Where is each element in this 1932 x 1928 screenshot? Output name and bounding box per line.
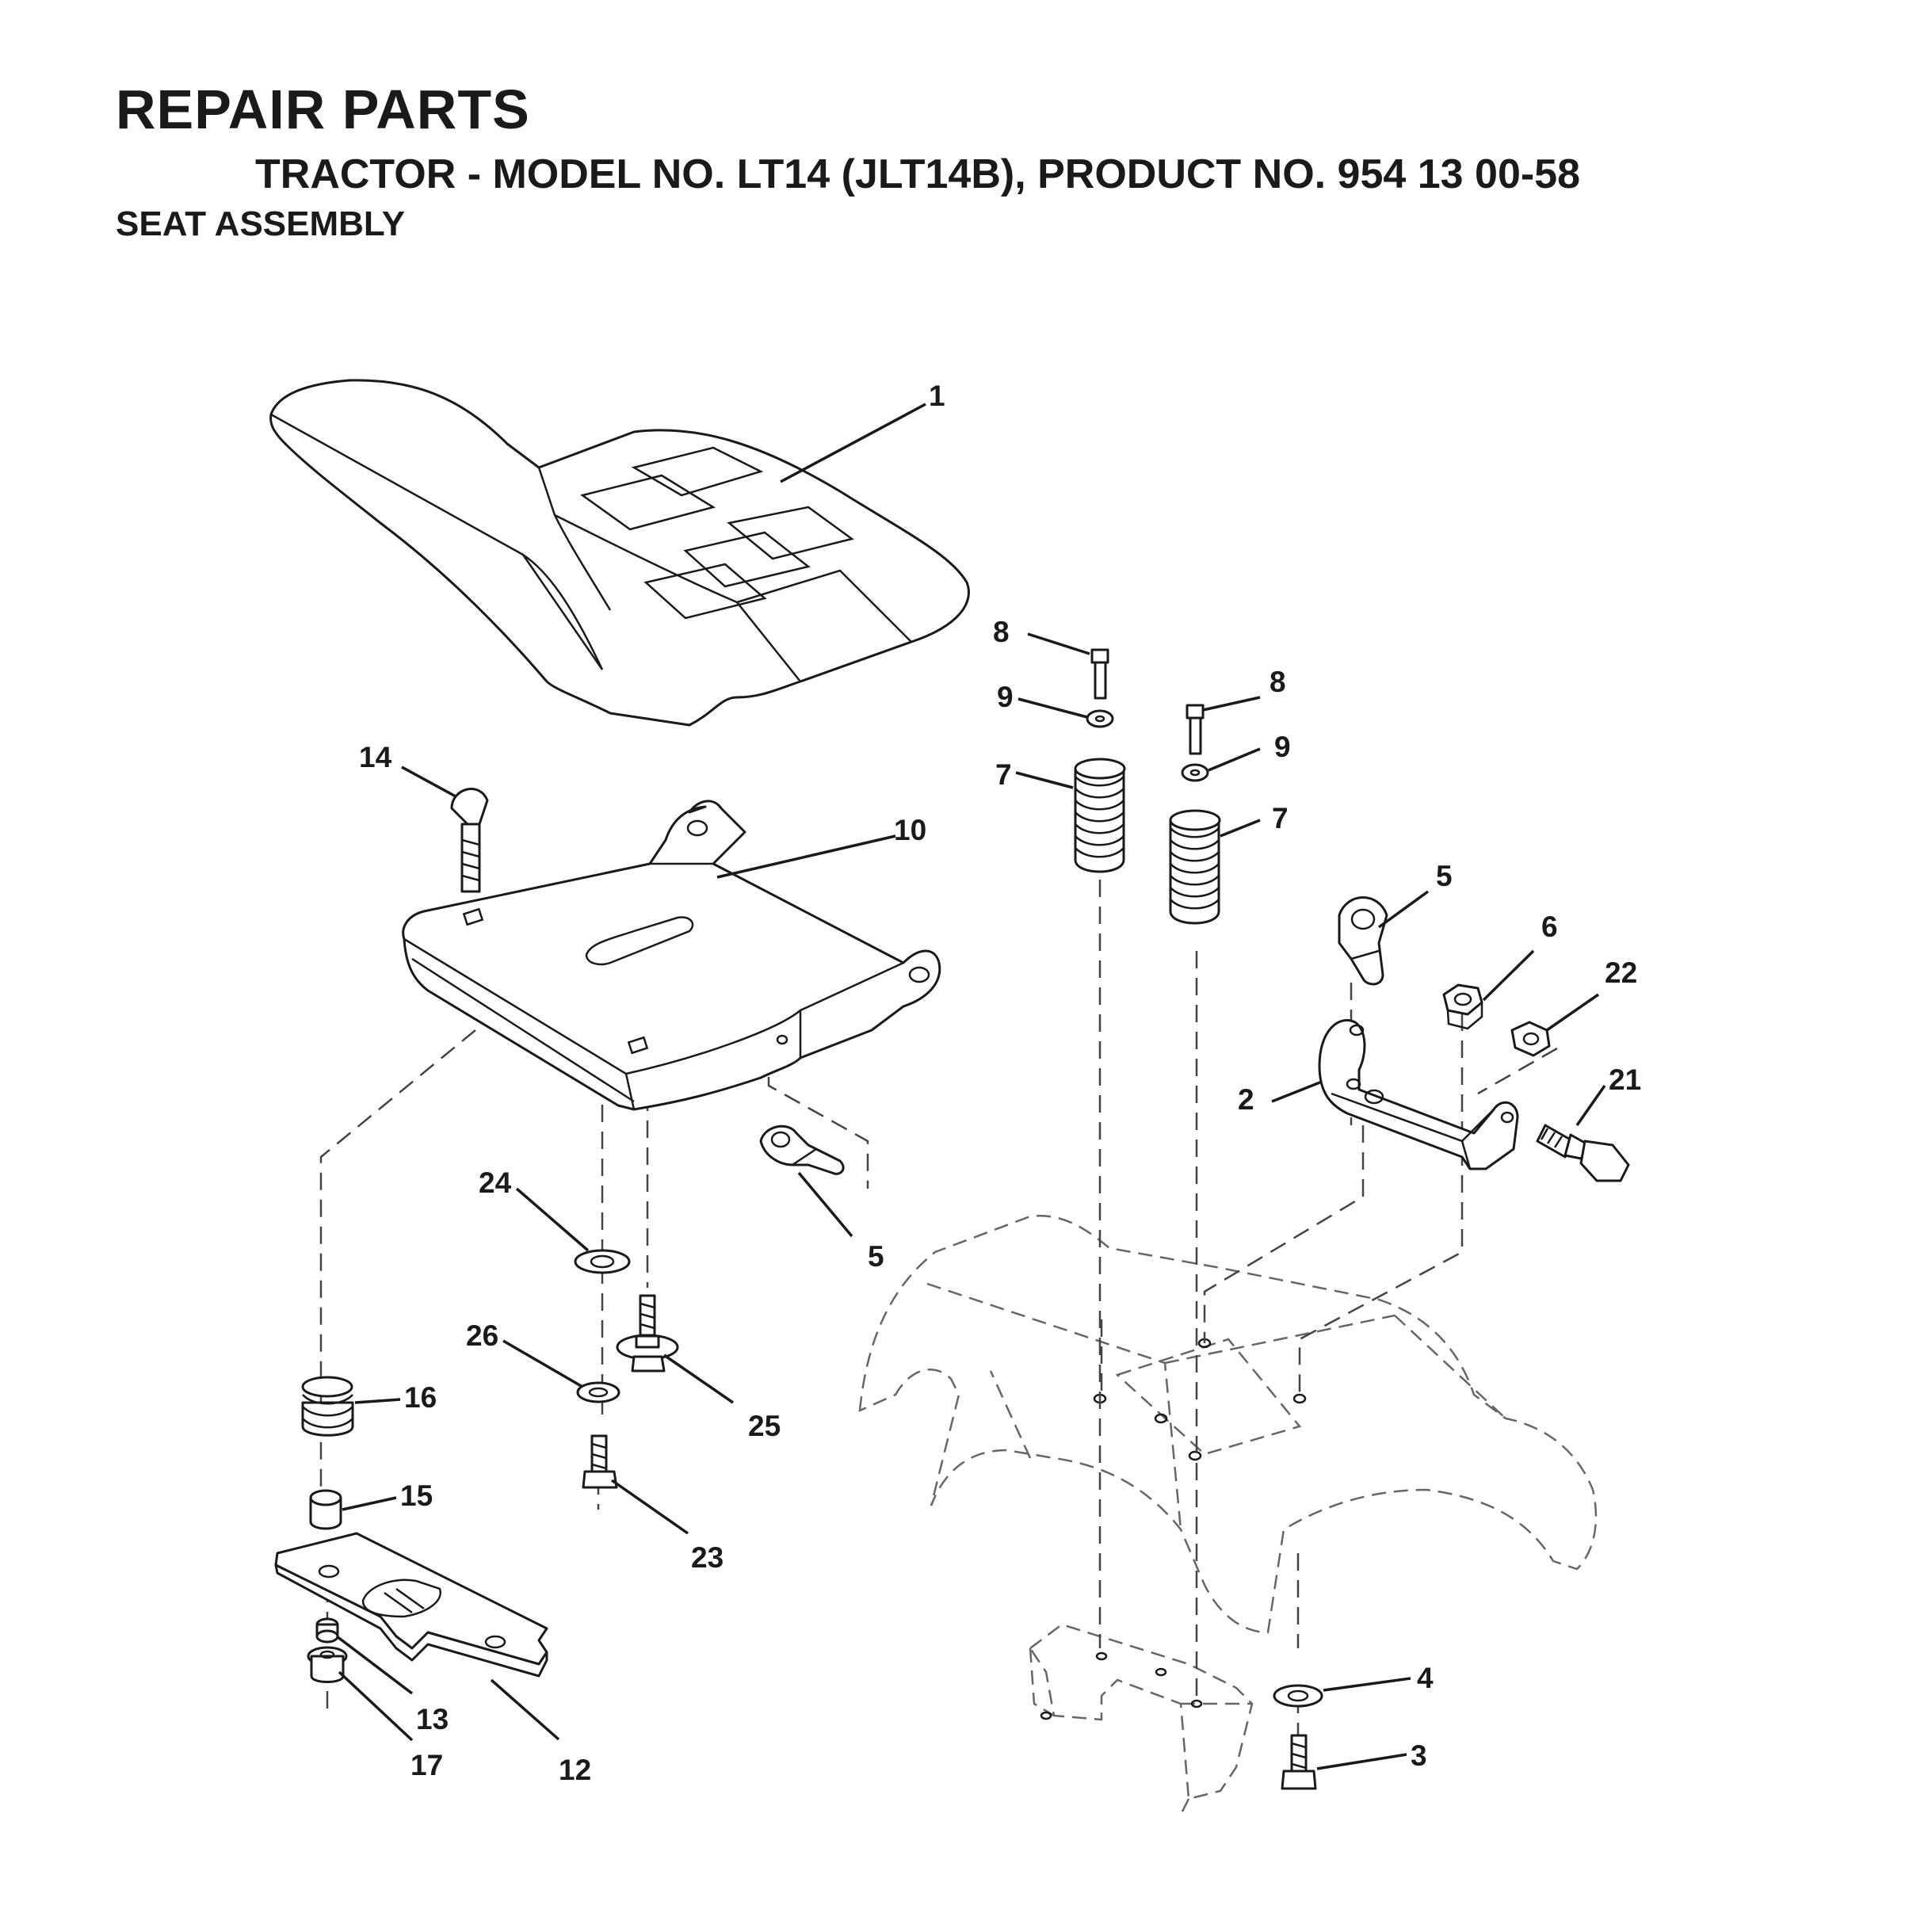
callout-25: 25 xyxy=(748,1410,781,1442)
carriage-bolt xyxy=(450,788,489,893)
callout-21: 21 xyxy=(1609,1063,1641,1096)
callout-3: 3 xyxy=(1411,1739,1427,1772)
callout-9-left: 9 xyxy=(997,681,1014,713)
callout-5-lower: 5 xyxy=(868,1240,884,1273)
seat-cushion xyxy=(269,379,970,727)
spacer xyxy=(309,1489,342,1530)
callout-5-upper: 5 xyxy=(1436,860,1453,892)
callout-26: 26 xyxy=(466,1319,498,1352)
callout-4: 4 xyxy=(1417,1662,1434,1694)
callout-9-right: 9 xyxy=(1274,731,1291,763)
slide-rail-plate xyxy=(274,1532,548,1678)
compression-spring xyxy=(301,1376,354,1437)
right-spring-stack xyxy=(1169,704,1221,925)
callout-7-left: 7 xyxy=(995,758,1012,791)
shoulder-screw xyxy=(616,1294,679,1373)
callout-17: 17 xyxy=(410,1749,443,1781)
flange-nut xyxy=(1510,1021,1551,1057)
fender-holes xyxy=(1040,1338,1307,1720)
callout-23: 23 xyxy=(691,1541,724,1574)
lower-bracket-outline xyxy=(1029,1623,1254,1815)
callout-2: 2 xyxy=(1238,1083,1254,1116)
section-title: SEAT ASSEMBLY xyxy=(116,204,406,243)
callout-10: 10 xyxy=(894,814,926,846)
mounting-bracket xyxy=(1318,1019,1519,1170)
callout-6: 6 xyxy=(1541,911,1558,943)
seat-clip-upper xyxy=(1338,896,1388,986)
callout-22: 22 xyxy=(1605,956,1637,989)
page-title: REPAIR PARTS xyxy=(116,78,530,140)
callout-7-right: 7 xyxy=(1272,802,1289,834)
leader-lines xyxy=(335,403,1606,1770)
hex-nut xyxy=(1442,983,1483,1030)
callout-15: 15 xyxy=(400,1479,433,1512)
flange-lock-nut xyxy=(307,1646,348,1683)
fender-washer xyxy=(1273,1684,1323,1708)
callout-8-left: 8 xyxy=(993,616,1010,648)
callout-13: 13 xyxy=(416,1703,449,1735)
callout-8-right: 8 xyxy=(1270,666,1286,698)
bushing xyxy=(315,1617,339,1644)
left-spring-stack xyxy=(1074,648,1126,873)
callout-1: 1 xyxy=(929,380,945,412)
callout-labels: 1 2 3 4 5 5 6 7 7 8 8 9 9 10 12 13 14 15… xyxy=(359,380,1641,1786)
callout-24: 24 xyxy=(479,1166,512,1199)
callout-12: 12 xyxy=(559,1754,591,1786)
seat-pan xyxy=(402,800,941,1111)
callout-14: 14 xyxy=(359,741,392,773)
callout-16: 16 xyxy=(404,1381,437,1414)
flat-washer xyxy=(574,1249,631,1274)
lock-washer xyxy=(576,1381,620,1403)
hex-bolt xyxy=(582,1434,618,1489)
model-subtitle: TRACTOR - MODEL NO. LT14 (JLT14B), PRODU… xyxy=(255,151,1581,197)
seat-clip-lower xyxy=(759,1124,845,1175)
fender-outline xyxy=(858,1214,1598,1634)
shoulder-bolt xyxy=(1536,1124,1630,1182)
fender-bolt xyxy=(1281,1734,1317,1790)
